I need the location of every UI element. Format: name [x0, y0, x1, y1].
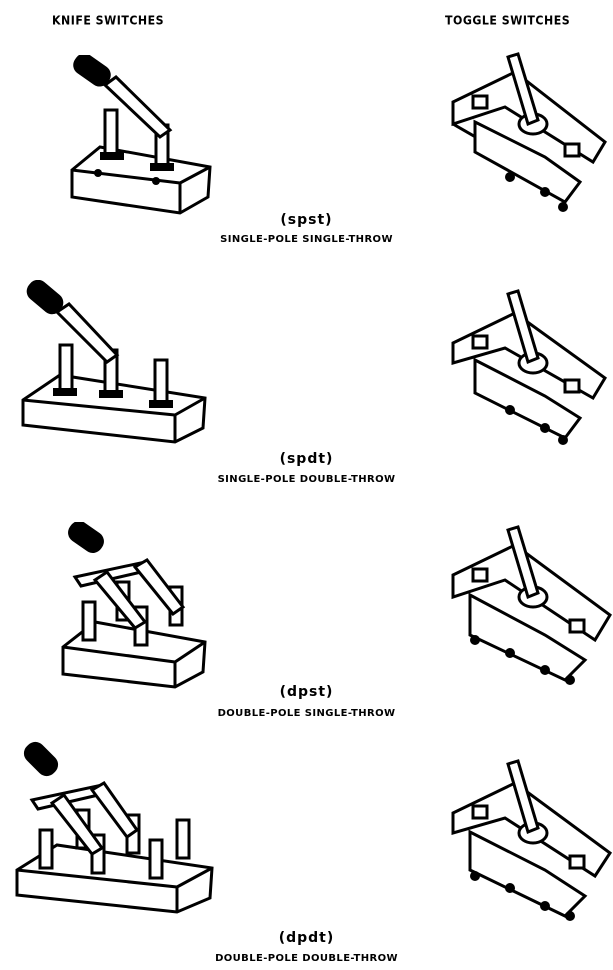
- dpdt-abbreviation: (dpdt): [0, 930, 613, 946]
- knife-switch-spdt-illustration: [15, 280, 215, 445]
- dpst-abbreviation: (dpst): [0, 684, 613, 700]
- knife-switch-dpst-illustration: [55, 522, 215, 692]
- toggle-switch-dpdt-illustration: [445, 758, 613, 923]
- toggle-switch-dpst-illustration: [445, 525, 613, 690]
- toggle-switch-spst-illustration: [445, 52, 613, 217]
- spst-abbreviation: (spst): [0, 212, 613, 228]
- dpst-description: DOUBLE-POLE SINGLE-THROW: [0, 708, 613, 719]
- knife-switch-spst-illustration: [60, 55, 220, 220]
- toggle-switches-header: TOGGLE SWITCHES: [445, 13, 570, 28]
- spst-description: SINGLE-POLE SINGLE-THROW: [0, 234, 613, 245]
- toggle-switch-spdt-illustration: [445, 288, 613, 448]
- spdt-abbreviation: (spdt): [0, 451, 613, 467]
- spdt-description: SINGLE-POLE DOUBLE-THROW: [0, 474, 613, 485]
- knife-switch-dpdt-illustration: [12, 740, 217, 915]
- dpdt-description: DOUBLE-POLE DOUBLE-THROW: [0, 953, 613, 964]
- knife-switches-header: KNIFE SWITCHES: [52, 13, 164, 28]
